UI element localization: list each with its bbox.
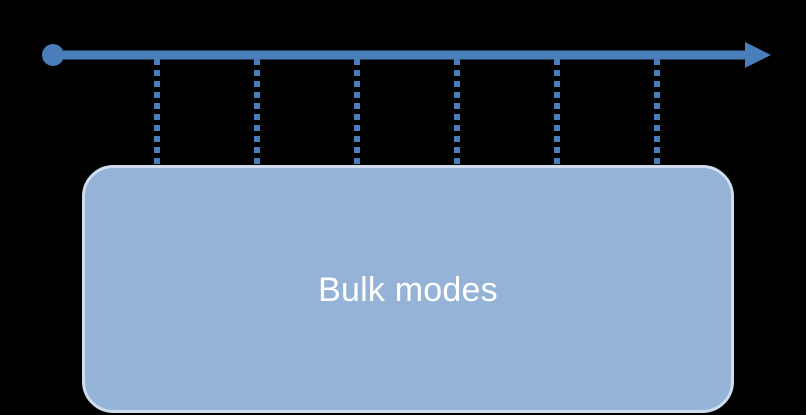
bulk-modes-block-shape[interactable]	[82, 165, 734, 413]
axis-arrowhead-icon	[745, 42, 771, 68]
axis-shaft	[53, 50, 746, 60]
bulk-modes-block[interactable]	[82, 165, 734, 413]
dotted-connector-lines	[154, 59, 660, 168]
energy-axis	[42, 42, 771, 68]
axis-start-circle-icon	[42, 44, 64, 66]
